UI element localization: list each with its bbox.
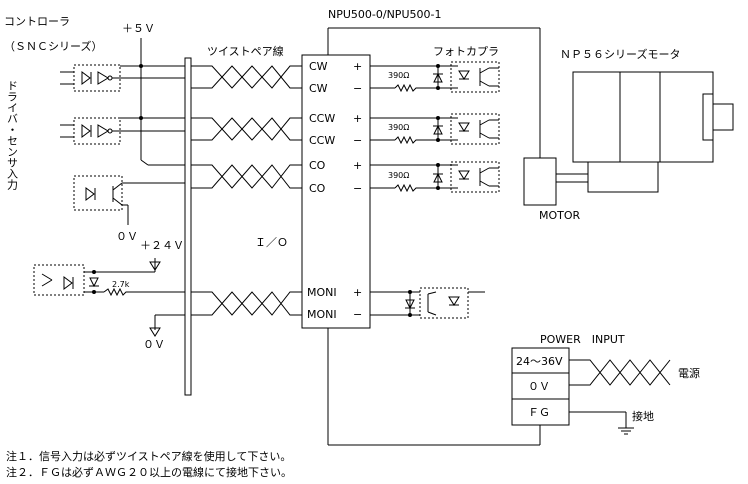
twisted-pair-label: ツイストペア線 (207, 44, 284, 58)
driver-block (301, 54, 371, 329)
power-terminal-block (511, 347, 570, 426)
controller-vertical-label: ドライバ・センサ入力 (6, 80, 19, 190)
controller-series: （ＳＮＣシリーズ） (4, 39, 102, 53)
twisted-pair-power (569, 359, 671, 386)
pin-ccw-plus-sign: + (353, 112, 362, 125)
pin-moni-plus: MONI (307, 286, 337, 299)
pin-co-minus: CO (309, 182, 326, 195)
input-circuit-cw (370, 61, 500, 93)
resistor-ccw-label: 390Ω (388, 123, 409, 132)
controller-title: コントローラ (4, 15, 70, 28)
stepper-motor-image (572, 71, 734, 193)
note-1: 注１．信号入力は必ずツイストペア線を使用して下さい。 (6, 449, 291, 463)
power-source-label: 電源 (678, 366, 700, 380)
note-2: 注２．ＦＧは必ずＡＷＧ２０以上の電線にて接地下さい。 (6, 465, 292, 479)
terminal-fg: ＦＧ (528, 406, 550, 419)
driver-model: NPU500-0/NPU500-1 (328, 8, 441, 21)
pin-cw-minus: CW (309, 82, 328, 95)
twisted-pair-ccw (191, 117, 302, 141)
resistor-co-label: 390Ω (388, 171, 409, 180)
terminal-24v: 24〜36V (516, 355, 563, 368)
pin-co-plus-sign: + (353, 159, 362, 172)
resistor-2k7 (103, 287, 185, 297)
pin-ccw-plus: CCW (309, 112, 335, 125)
resistor-2k7-label: 2.7k (112, 280, 130, 289)
gnd-label-1: ０Ｖ (116, 230, 138, 243)
twisted-pair-moni (191, 291, 302, 316)
gnd-label-2: ０Ｖ (143, 338, 165, 351)
twisted-pair-co (191, 164, 302, 189)
pin-cw-minus-sign: − (353, 82, 362, 95)
supply-24v-label: ＋２４Ｖ (140, 239, 184, 252)
ground-label: 接地 (632, 410, 654, 423)
input-circuit-co (370, 161, 500, 193)
pin-ccw-minus: CCW (309, 134, 335, 147)
pin-cw-plus-sign: + (353, 60, 362, 73)
photocoupler-label: フォトカプラ (433, 45, 499, 58)
motor-label: ＮＰ５６シリーズモータ (560, 47, 680, 61)
pin-moni-minus-sign: − (353, 308, 362, 321)
pin-co-minus-sign: − (353, 182, 362, 195)
io-label: Ｉ／Ｏ (255, 236, 288, 249)
pin-moni-plus-sign: + (353, 286, 362, 299)
pin-moni-minus: MONI (307, 308, 337, 321)
power-input-title: POWER INPUT (540, 333, 625, 346)
pin-ccw-minus-sign: − (353, 134, 362, 147)
pin-co-plus: CO (309, 159, 326, 172)
controller-moni-photocoupler (33, 264, 85, 296)
terminal-0v: ０Ｖ (528, 380, 550, 393)
output-circuit-moni (370, 287, 485, 319)
connector-bar (184, 57, 192, 396)
motor-port-label: MOTOR (539, 209, 581, 222)
motor-connector (523, 157, 557, 206)
controller-co-photocoupler (73, 175, 123, 211)
twisted-pair-cw (191, 65, 302, 89)
input-circuit-ccw (370, 113, 500, 145)
pin-cw-plus: CW (309, 60, 328, 73)
resistor-cw-label: 390Ω (388, 71, 409, 80)
supply-5v-label: ＋５Ｖ (122, 22, 155, 35)
